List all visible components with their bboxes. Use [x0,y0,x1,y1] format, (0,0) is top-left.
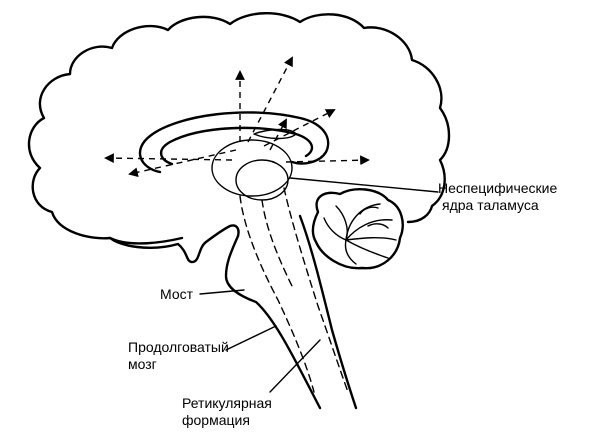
reticular-label-line1: Ретикулярная [182,395,272,411]
leader-pons [199,289,245,295]
thalamus-label-line1: Неспецифические [438,180,558,196]
fornix [253,128,297,140]
leader-medulla [225,325,277,351]
pons-label: Мост [160,286,194,302]
reticular-path-mid [261,199,295,291]
thalamus-label-line2: ядра таламуса [442,197,539,213]
leader-reticular [269,339,321,393]
reticular-label-line2: формация [182,412,250,428]
cerebrum-outline [27,12,451,245]
reticular-path-left [239,195,315,393]
medulla-label-line2: мозг [128,356,157,372]
cerebellum [311,188,404,270]
leader-thalamus [289,177,439,193]
brainstem-anterior [224,234,322,410]
corpus-callosum [138,111,330,174]
projection-arrows [104,56,370,178]
medulla-label: Продолговатый мозг [128,339,229,373]
reticular-label: Ретикулярная формация [182,395,272,429]
medulla-label-line1: Продолговатый [128,339,229,355]
temporal-lobe-outline [108,224,240,264]
corpus-callosum-inner [160,126,314,166]
thalamus-label: Неспецифические ядра таламуса [438,180,557,214]
cerebellum-folia [323,203,397,265]
reticular-path-right [283,187,349,393]
thalamus-nuclei [235,159,289,201]
thalamus-outer [211,139,293,197]
brainstem-posterior [298,214,358,410]
